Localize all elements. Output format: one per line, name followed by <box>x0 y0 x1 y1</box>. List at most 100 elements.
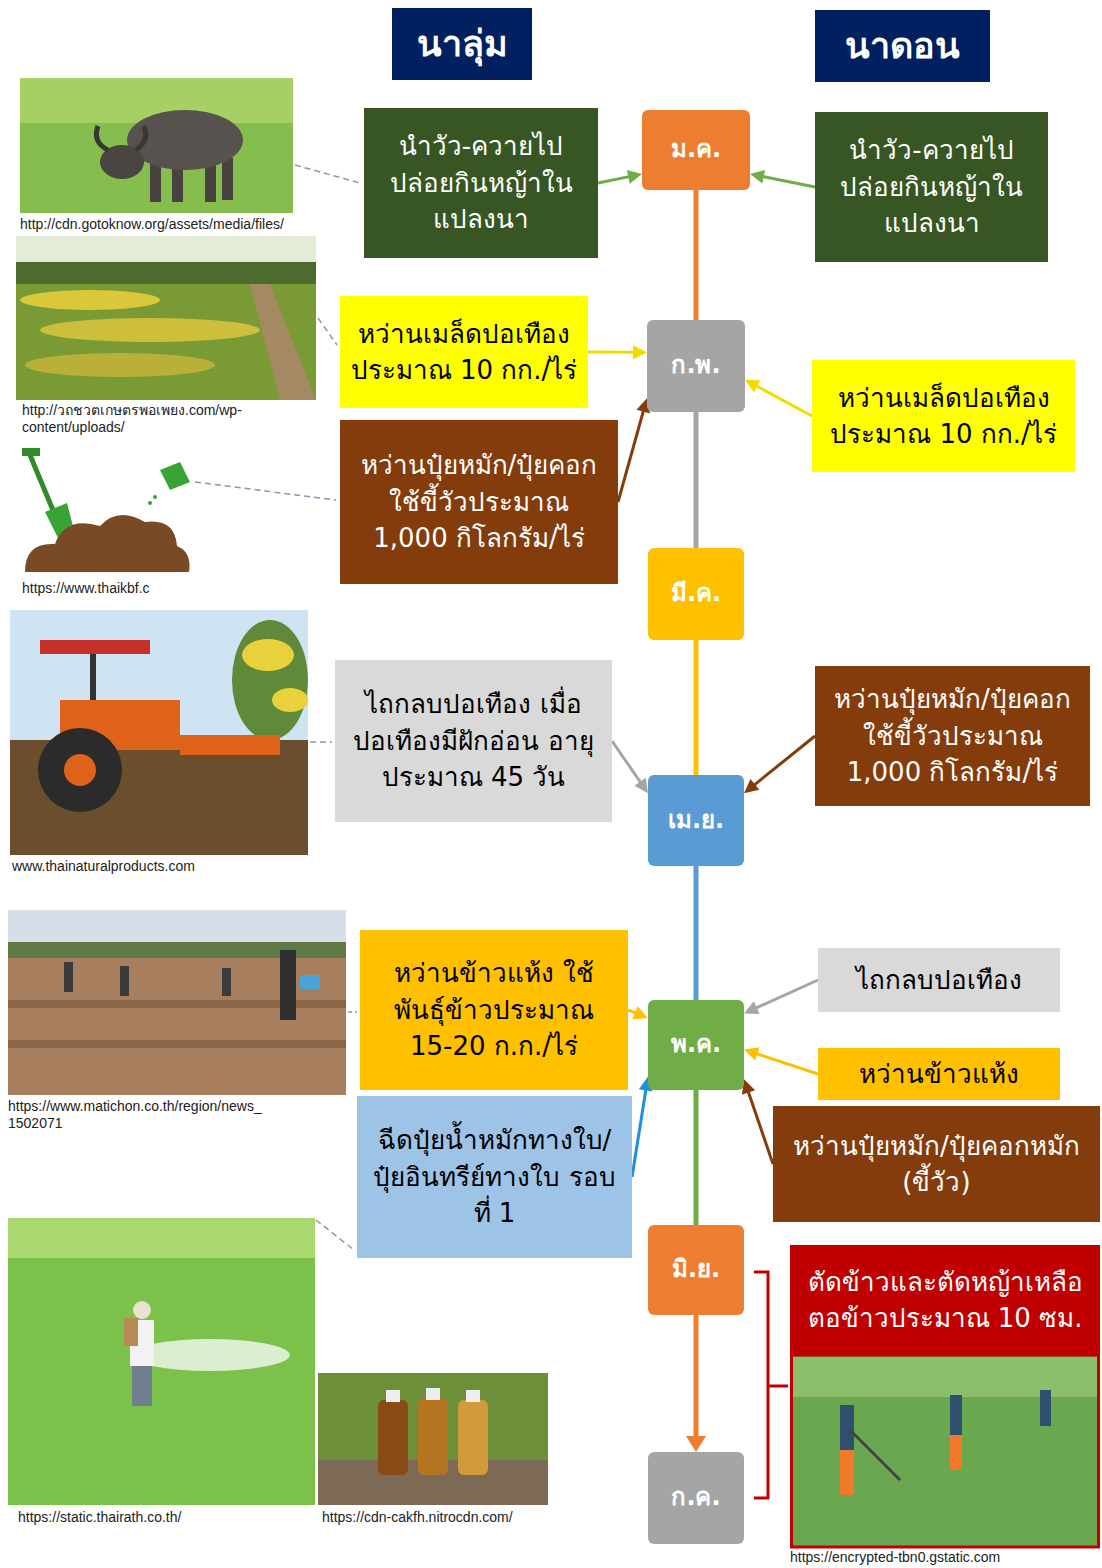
connector-line <box>694 1090 699 1225</box>
canopy-post <box>90 654 96 704</box>
connector-line <box>756 1054 818 1074</box>
connector-line <box>694 1315 699 1437</box>
trees <box>16 262 316 284</box>
activity-box: ไถกลบปอเทือง เมื่อ ปอเทืองมีฝักอ่อน อายุ… <box>335 660 612 822</box>
connector <box>696 866 697 1000</box>
bottle <box>378 1400 408 1475</box>
month-box: เม.ย. <box>648 775 744 866</box>
activity-box: หว่านข้าวแห้ง <box>818 1048 1060 1100</box>
grass-cutting-photo <box>792 1355 1099 1547</box>
arrow-head <box>632 1006 648 1019</box>
month-box: มิ.ย. <box>648 1225 744 1315</box>
node-text: หว่านเมล็ดปอเทือง ประมาณ 10 กก./ไร่ <box>822 380 1065 453</box>
bottle-cap <box>426 1388 440 1400</box>
buffalo-leg <box>222 158 233 200</box>
source-caption: https://encrypted-tbn0.gstatic.com <box>790 1549 1100 1566</box>
field-far <box>793 1357 1097 1397</box>
node-text: หว่านปุ๋ยหมัก/ปุ๋ยคอก ใช้ขี้วัวประมาณ 1,… <box>350 447 608 556</box>
seed <box>148 501 152 505</box>
source-caption: https://www.matichon.co.th/region/news_ … <box>8 1098 308 1132</box>
photo-frame <box>792 1355 1099 1547</box>
connector <box>696 640 697 775</box>
activity-box: หว่านปุ๋ยหมัก/ปุ๋ยคอก ใช้ขี้วัวประมาณ 1,… <box>340 420 618 584</box>
node-text: เม.ย. <box>668 804 724 838</box>
activity-box: ไถกลบปอเทือง <box>818 948 1060 1012</box>
field <box>16 236 316 400</box>
person <box>280 950 296 1020</box>
arrow-head <box>627 170 642 184</box>
leader-line <box>316 1220 354 1250</box>
tractor-photo <box>10 610 308 855</box>
connector-line <box>628 1010 636 1013</box>
arrow-head <box>686 1436 706 1452</box>
leader-line <box>195 482 336 500</box>
connector-line <box>618 411 644 502</box>
connector <box>696 412 697 548</box>
node-text: หว่านข้าวแห้ง ใช้พันธุ์ข้าวประมาณ 15-20 … <box>370 955 618 1064</box>
month-box: ม.ค. <box>642 110 750 190</box>
source-caption: www.thainaturalproducts.com <box>12 858 312 875</box>
node-text: นาลุ่ม <box>417 19 508 69</box>
flowers <box>40 318 260 342</box>
arrow-head <box>744 1047 759 1060</box>
connector-line <box>763 177 815 187</box>
leader-line <box>318 318 337 345</box>
activity-box: หว่านเมล็ดปอเทือง ประมาณ 10 กก./ไร่ <box>340 296 588 408</box>
month-box: พ.ค. <box>648 1000 744 1090</box>
node-text: ก.ค. <box>671 1481 720 1515</box>
plants <box>232 620 308 740</box>
node-text: นาดอน <box>845 21 960 71</box>
sunhemp-field-photo <box>16 236 316 400</box>
bag <box>160 462 190 490</box>
person <box>222 968 231 996</box>
source-caption: http://วถชวตเกษตรพอเพยง.com/wp- content/… <box>22 402 312 436</box>
grass <box>20 78 293 213</box>
connector-line <box>588 351 634 354</box>
month-box: มี.ค. <box>648 548 744 640</box>
node-text: ฉีดปุ๋ยน้ำหมักทางใบ/ ปุ๋ยอินทรีย์ทางใบ ร… <box>367 1122 622 1231</box>
connector <box>696 190 697 320</box>
person-hat <box>133 1301 151 1319</box>
connector <box>632 1077 653 1178</box>
worker-boots <box>840 1450 854 1495</box>
node-text: มิ.ย. <box>672 1253 720 1287</box>
connector-line <box>632 1089 646 1177</box>
bottle-cap <box>386 1390 400 1402</box>
connector-line <box>694 640 699 775</box>
buffalo-photo <box>20 78 293 213</box>
flowers <box>242 639 294 671</box>
seed <box>153 495 157 499</box>
arrow-head <box>750 170 765 184</box>
field <box>8 1218 315 1505</box>
node-text: หว่านปุ๋ยหมัก/ปุ๋ยคอก ใช้ขี้วัวประมาณ 1,… <box>825 681 1080 790</box>
furrow <box>8 1040 346 1048</box>
field-far <box>8 1218 315 1258</box>
node-text: ก.พ. <box>671 349 720 383</box>
background <box>318 1373 548 1505</box>
connector <box>612 741 648 793</box>
activity-box: นำวัว-ควายไป ปล่อยกินหญ้าใน แปลงนา <box>815 112 1048 262</box>
worker <box>950 1395 962 1435</box>
spraying-photo <box>8 1218 315 1505</box>
connector <box>598 170 642 184</box>
leader-line <box>348 1011 357 1013</box>
node-text: ไถกลบปอเทือง <box>856 962 1022 998</box>
connector-line <box>694 190 699 320</box>
person <box>64 962 73 992</box>
basket <box>300 975 320 989</box>
activity-box: ตัดข้าวและตัดหญ้าเหลือ ตอข้าวประมาณ 10 ซ… <box>790 1245 1100 1355</box>
sky <box>10 610 308 855</box>
shovel-grip <box>22 448 40 456</box>
activity-box: ฉีดปุ๋ยน้ำหมักทางใบ/ ปุ๋ยอินทรีย์ทางใบ ร… <box>357 1096 632 1258</box>
bottles-photo <box>318 1373 548 1505</box>
connector-line <box>756 980 818 1008</box>
buffalo-horns <box>96 126 145 150</box>
connector <box>742 1079 773 1164</box>
header-box: นาลุ่ม <box>392 8 532 80</box>
activity-box: หว่านเมล็ดปอเทือง ประมาณ 10 กก./ไร่ <box>812 360 1075 472</box>
header-box: นาดอน <box>815 10 990 82</box>
month-box: ก.พ. <box>647 320 745 412</box>
connector <box>744 736 815 793</box>
activity-box: หว่านปุ๋ยหมัก/ปุ๋ยคอกหมัก (ขี้วัว) <box>773 1106 1100 1222</box>
